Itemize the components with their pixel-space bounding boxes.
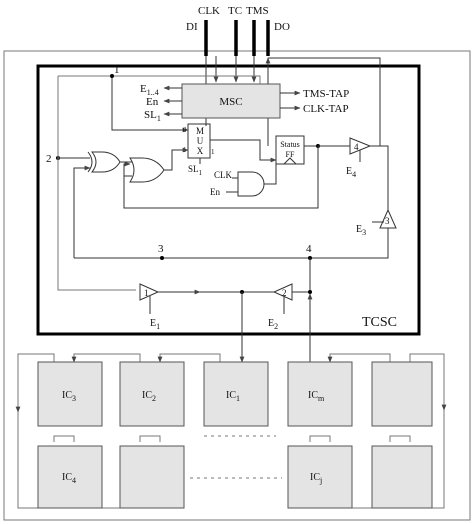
ic-2 [119,361,185,427]
msc-label: MSC [219,96,242,108]
tcsc-box [36,64,421,336]
ic-4-label: IC4 [62,472,76,485]
buffer-1-enable: E1 [150,318,160,331]
msc-block: MSC [181,83,281,119]
buffer-1-shape [139,283,160,301]
buffer-3-num: 3 [385,216,390,226]
msc-out-en: En [146,96,159,108]
xor-gate [87,151,121,173]
wire-ic3-ic4 [53,435,75,442]
msc-out-sl1: SL1 [144,109,161,123]
mux-in0-label: 0 [183,126,187,134]
tc-label: TC [228,5,242,17]
loop-to-xor [73,165,91,258]
ic-m [287,361,353,427]
xor-back-curve [87,151,93,173]
ic-2-label: IC2 [142,390,156,403]
wire-right-loop [409,353,445,414]
node-3-dot [160,256,164,260]
buf2-in-dot [308,290,312,294]
ic-right-top [371,361,433,427]
clk-pin-label: CLK [198,5,220,17]
wire-ic2-ic3 [71,353,141,363]
mux-box [187,123,211,159]
wire-ic1-ic2 [157,353,221,363]
msc-out-tms-tap: TMS-TAP [303,88,349,100]
buffer-2: 2 E2 [268,283,293,331]
msc-out-clk-tap: CLK-TAP [303,103,349,115]
mux-block: M U X 0 1 1 SL1 [183,123,215,177]
buf3-out [380,145,389,210]
left-vertical-wire [57,76,136,291]
ic-row-top: IC3 IC2 IC1 ICm [37,361,433,427]
status-ff-block: Status FF [275,135,305,165]
top-wire [58,75,261,84]
and-body [237,171,265,197]
node-1-label: 1 [114,64,120,76]
mux-letter-u: U [197,136,204,146]
wire-icm-icj [309,435,331,442]
do-label: DO [274,21,290,33]
and-in-clk: CLK [214,170,233,180]
ic-lower-2 [119,445,185,509]
node-2-label: 2 [46,153,52,165]
node-4-label: 4 [306,243,312,255]
or-body [129,157,165,183]
wire-ic2-lower [139,435,161,442]
mux-select-label: SL1 [188,164,203,177]
buffer-2-enable: E2 [268,318,278,331]
buffer-4-enable: E4 [346,166,356,179]
buffer-1-num: 1 [144,288,149,298]
mux-letter-x: X [197,146,204,156]
and-in-en: En [210,187,220,197]
loop-wire [74,228,389,259]
wire-ic5-lower [389,435,411,442]
external-pins: DI CLK TC TMS DO [186,5,290,56]
status-ff-line1: Status [280,140,300,149]
ic-1-label: IC1 [226,390,240,403]
buffer-2-num: 2 [282,288,287,298]
or-gate [129,157,165,183]
status-ff-line2: FF [286,150,295,159]
status-ff-box [275,135,305,165]
mux-to-ff [210,139,277,163]
and-to-ff [264,164,277,185]
tms-label: TMS [246,5,269,17]
ff-feedback [123,146,319,209]
buffer-3: 3 E3 [356,208,397,237]
di-label: DI [186,21,198,33]
mux-letter-m: M [196,126,204,136]
ic-row-bottom: IC4 ICj [37,445,433,509]
ic-3-label: IC3 [62,390,76,403]
or-to-mux [164,147,189,171]
xor-body [90,151,121,173]
wire-ic3-left [15,353,55,413]
ic-1 [203,361,269,427]
and-gate: CLK En [210,170,265,197]
msc-box [181,83,281,119]
ic-m-label: ICm [308,390,325,403]
wire-ic5-icm [327,353,391,363]
buffer-4-num: 4 [354,142,359,152]
ff-clock-mark [283,157,297,165]
buffer-3-shape [379,208,397,229]
buffer-1: 1 E1 [139,283,160,331]
msc-out-e14: E1..4 [140,83,159,97]
tcsc-title: TCSC [362,315,397,330]
node1-wire [111,76,189,133]
ic-j-label: ICj [310,472,322,485]
ic-j [287,445,353,509]
ic-right-bottom [371,445,433,509]
ic-4 [37,445,103,509]
buffer-3-enable: E3 [356,224,366,237]
node-1-dot [110,74,114,78]
buf2-in [292,258,311,293]
mux-out-label: 1 [211,148,215,156]
buffer-4: 4 E4 [346,137,372,179]
buf4-to-do [268,57,381,147]
ic-3 [37,361,103,427]
node-3-label: 3 [158,243,164,255]
